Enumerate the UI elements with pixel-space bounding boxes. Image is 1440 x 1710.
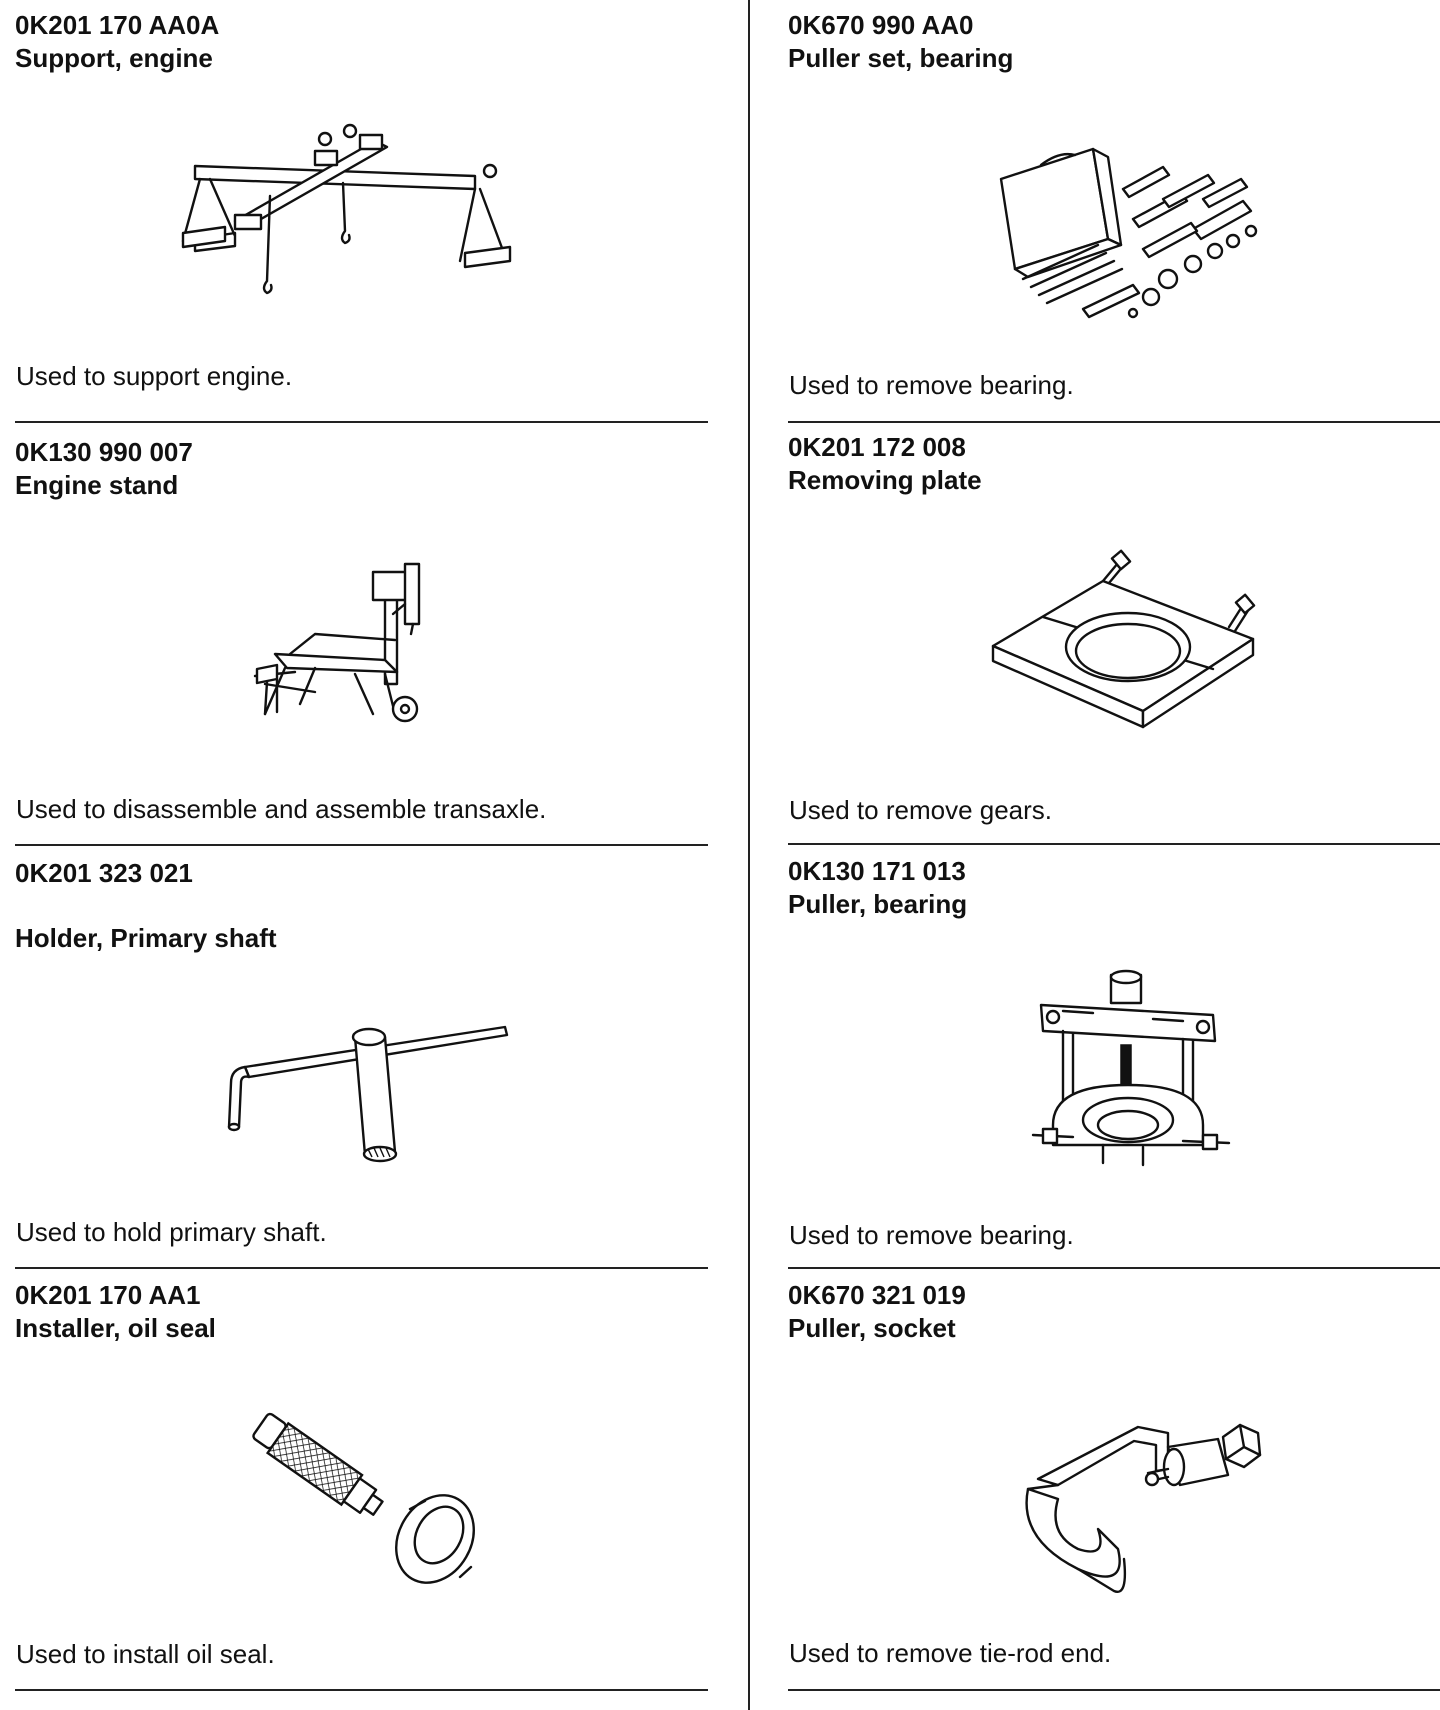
tool-description: Used to remove bearing. bbox=[789, 1220, 1074, 1250]
part-number: 0K130 990 007 bbox=[15, 437, 193, 467]
tool-entry: 0K201 170 AA1 Installer, oil seal Used t… bbox=[15, 1279, 708, 1691]
tool-name: Puller, bearing bbox=[788, 889, 968, 919]
tool-description: Used to hold primary shaft. bbox=[16, 1217, 327, 1247]
tool-entry: 0K201 172 008 Removing plate Used to rem… bbox=[788, 431, 1440, 845]
part-number: 0K201 170 AA1 bbox=[15, 1280, 201, 1310]
tool-name: Puller, socket bbox=[788, 1313, 956, 1343]
socket-puller-icon bbox=[1025, 1423, 1262, 1593]
tool-description: Used to remove bearing. bbox=[789, 370, 1074, 400]
tool-description: Used to disassemble and assemble transax… bbox=[16, 794, 547, 824]
separator bbox=[15, 1267, 708, 1269]
tool-description: Used to install oil seal. bbox=[16, 1639, 275, 1669]
separator bbox=[15, 421, 708, 423]
tool-description: Used to support engine. bbox=[16, 361, 293, 391]
tool-name: Support, engine bbox=[15, 43, 213, 73]
tool-entry: 0K201 170 AA0A Support, engine Used to s… bbox=[15, 9, 708, 423]
bearing-puller-set-icon bbox=[999, 147, 1258, 319]
removing-plate-icon bbox=[991, 549, 1256, 729]
oil-seal-installer-icon bbox=[252, 1412, 475, 1584]
separator bbox=[788, 1267, 1440, 1269]
tool-name: Removing plate bbox=[788, 465, 982, 495]
column-divider bbox=[748, 0, 750, 1710]
separator bbox=[15, 1689, 708, 1691]
part-number: 0K201 323 021 bbox=[15, 858, 193, 888]
part-number: 0K670 990 AA0 bbox=[788, 10, 974, 40]
engine-stand-icon bbox=[253, 562, 421, 723]
separator bbox=[788, 1689, 1440, 1691]
tool-description: Used to remove gears. bbox=[789, 795, 1053, 825]
tool-entry: 0K670 990 AA0 Puller set, bearing Used t… bbox=[788, 9, 1440, 423]
separator bbox=[788, 843, 1440, 845]
part-number: 0K670 321 019 bbox=[788, 1280, 966, 1310]
separator bbox=[15, 844, 708, 846]
part-number: 0K201 172 008 bbox=[788, 432, 966, 462]
tool-entry: 0K670 321 019 Puller, socket Used to rem… bbox=[788, 1279, 1440, 1691]
tool-name: Installer, oil seal bbox=[15, 1313, 216, 1343]
tool-entry: 0K130 171 013 Puller, bearing Used to re… bbox=[788, 855, 1440, 1269]
part-number: 0K130 171 013 bbox=[788, 856, 966, 886]
tool-name: Puller set, bearing bbox=[788, 43, 1014, 73]
primary-shaft-holder-icon bbox=[227, 1025, 509, 1163]
tool-entry: 0K130 990 007 Engine stand Used to disas… bbox=[15, 436, 708, 846]
tool-name: Holder, Primary shaft bbox=[15, 923, 277, 953]
tool-entry: 0K201 323 021 Holder, Primary shaft Used… bbox=[15, 857, 708, 1269]
engine-support-icon bbox=[181, 123, 512, 295]
bearing-puller-icon bbox=[1031, 969, 1231, 1167]
tool-name: Engine stand bbox=[15, 470, 179, 500]
tool-description: Used to remove tie-rod end. bbox=[789, 1638, 1112, 1668]
separator bbox=[788, 421, 1440, 423]
part-number: 0K201 170 AA0A bbox=[15, 10, 220, 40]
